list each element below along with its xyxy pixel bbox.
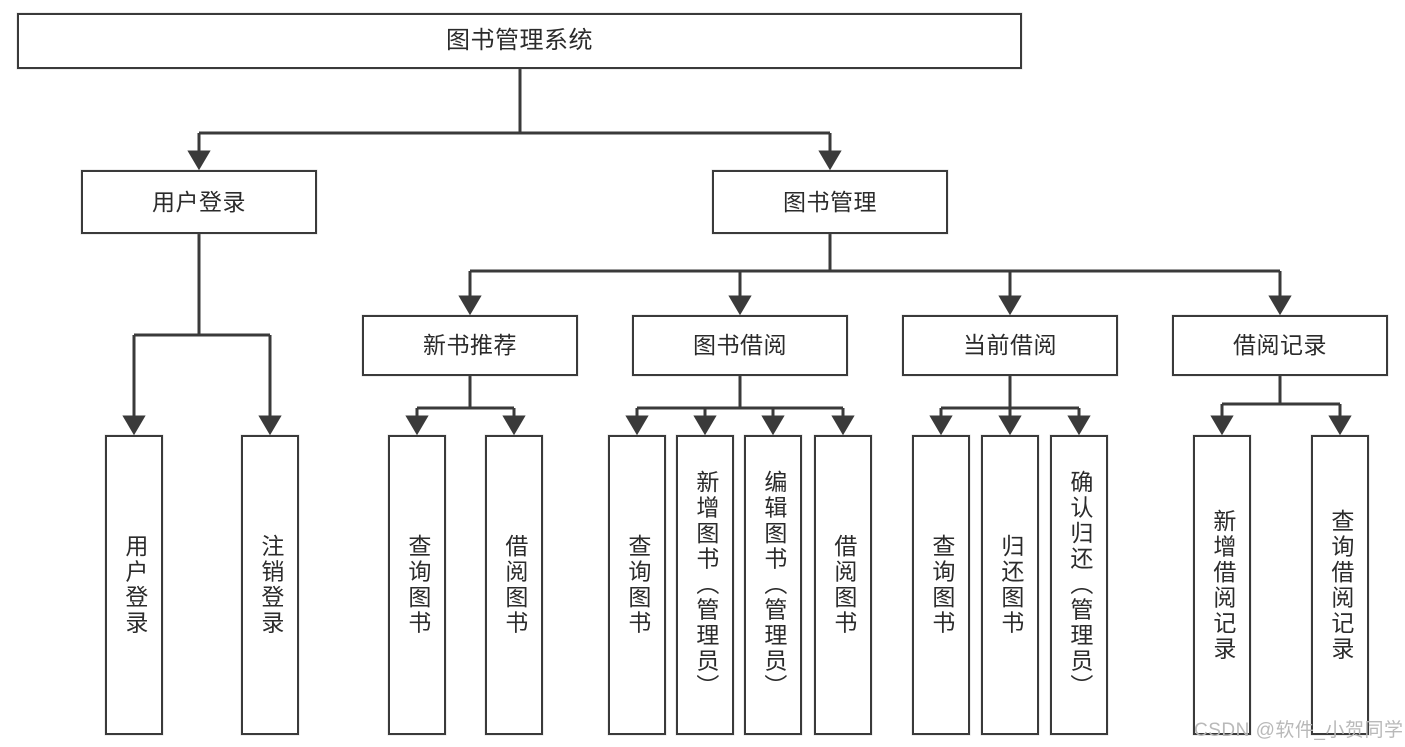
node-new-book-recommendation[interactable]: 新书推荐 <box>362 315 578 376</box>
leaf-new-book-query-book[interactable]: 查询图书 <box>388 435 446 735</box>
node-label: 图书管理 <box>783 188 877 215</box>
leaf-new-book-borrow-book[interactable]: 借阅图书 <box>485 435 543 735</box>
node-label: 新增借阅记录 <box>1209 508 1236 662</box>
node-label: 查询图书 <box>624 534 651 636</box>
node-label: 用户登录 <box>152 188 246 215</box>
node-borrow-record[interactable]: 借阅记录 <box>1172 315 1388 376</box>
node-label: 新增图书（管理员） <box>692 470 719 700</box>
node-label: 编辑图书（管理员） <box>760 470 787 700</box>
node-current-borrow[interactable]: 当前借阅 <box>902 315 1118 376</box>
leaf-book-borrow-query-book[interactable]: 查询图书 <box>608 435 666 735</box>
node-book-management[interactable]: 图书管理 <box>712 170 948 234</box>
leaf-current-borrow-confirm-return-admin[interactable]: 确认归还（管理员） <box>1050 435 1108 735</box>
leaf-user-login-login[interactable]: 用户登录 <box>105 435 163 735</box>
node-label: 归还图书 <box>997 534 1024 636</box>
leaf-book-borrow-borrow-book[interactable]: 借阅图书 <box>814 435 872 735</box>
node-book-borrow[interactable]: 图书借阅 <box>632 315 848 376</box>
node-label: 图书借阅 <box>693 332 787 359</box>
node-label: 注销登录 <box>257 534 284 636</box>
leaf-borrow-record-add-record[interactable]: 新增借阅记录 <box>1193 435 1251 735</box>
node-label: 借阅图书 <box>830 534 857 636</box>
node-label: 用户登录 <box>121 534 148 636</box>
node-root-book-management-system[interactable]: 图书管理系统 <box>17 13 1022 69</box>
node-user-login[interactable]: 用户登录 <box>81 170 317 234</box>
node-label: 新书推荐 <box>423 332 517 359</box>
node-label: 查询图书 <box>404 534 431 636</box>
watermark: CSDN @软件_小贺同学 <box>1194 720 1404 741</box>
leaf-borrow-record-query-record[interactable]: 查询借阅记录 <box>1311 435 1369 735</box>
node-label: 借阅图书 <box>501 534 528 636</box>
leaf-book-borrow-edit-book-admin[interactable]: 编辑图书（管理员） <box>744 435 802 735</box>
leaf-current-borrow-return-book[interactable]: 归还图书 <box>981 435 1039 735</box>
leaf-book-borrow-add-book-admin[interactable]: 新增图书（管理员） <box>676 435 734 735</box>
node-label: 查询图书 <box>928 534 955 636</box>
leaf-user-login-logout[interactable]: 注销登录 <box>241 435 299 735</box>
node-label: 借阅记录 <box>1233 332 1327 359</box>
node-label: 图书管理系统 <box>446 27 593 55</box>
node-label: 确认归还（管理员） <box>1066 470 1093 700</box>
node-label: 当前借阅 <box>963 332 1057 359</box>
leaf-current-borrow-query-book[interactable]: 查询图书 <box>912 435 970 735</box>
node-label: 查询借阅记录 <box>1327 508 1354 662</box>
